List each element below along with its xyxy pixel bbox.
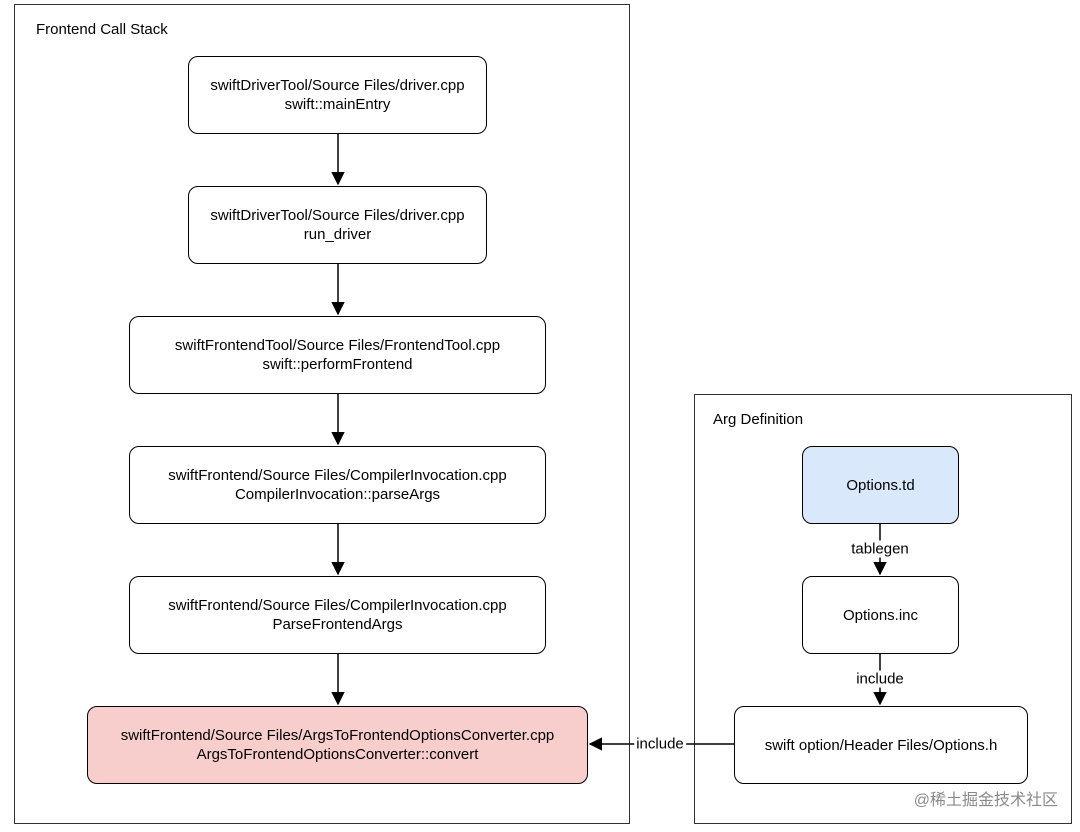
node-parse-frontend-args: swiftFrontend/Source Files/CompilerInvoc… [129, 576, 546, 654]
node-parse-frontend-args-line1: swiftFrontend/Source Files/CompilerInvoc… [168, 597, 507, 614]
node-parse-args: swiftFrontend/Source Files/CompilerInvoc… [129, 446, 546, 524]
frontend-call-stack-group: Frontend Call Stack [14, 4, 630, 824]
node-options-td-label: Options.td [846, 476, 915, 494]
node-args-converter-line2: ArgsToFrontendOptionsConverter::convert [196, 746, 479, 763]
node-options-inc: Options.inc [802, 576, 959, 654]
node-parse-frontend-args-line2: ParseFrontendArgs [272, 616, 403, 633]
edge-label-include-left: include [634, 735, 686, 753]
node-run-driver-line2: run_driver [303, 226, 372, 243]
node-main-entry: swiftDriverTool/Source Files/driver.cpp … [188, 56, 487, 134]
edge-label-tablegen: tablegen [849, 540, 911, 558]
node-parse-args-line2: CompilerInvocation::parseArgs [234, 486, 441, 503]
node-options-h-label: swift option/Header Files/Options.h [764, 736, 998, 754]
node-run-driver: swiftDriverTool/Source Files/driver.cpp … [188, 186, 487, 264]
node-main-entry-line2: swift::mainEntry [284, 96, 391, 113]
argdef-group-title: Arg Definition [713, 411, 804, 428]
node-main-entry-line1: swiftDriverTool/Source Files/driver.cpp [210, 77, 465, 94]
node-perform-frontend-line1: swiftFrontendTool/Source Files/FrontendT… [174, 337, 501, 354]
node-options-inc-label: Options.inc [842, 606, 919, 624]
node-options-td: Options.td [802, 446, 959, 524]
node-args-converter: swiftFrontend/Source Files/ArgsToFronten… [87, 706, 588, 784]
edge-label-include-down: include [854, 670, 906, 688]
node-args-converter-line1: swiftFrontend/Source Files/ArgsToFronten… [120, 727, 555, 744]
frontend-group-title: Frontend Call Stack [36, 21, 168, 38]
node-perform-frontend-line2: swift::performFrontend [262, 356, 413, 373]
node-run-driver-line1: swiftDriverTool/Source Files/driver.cpp [210, 207, 465, 224]
node-perform-frontend: swiftFrontendTool/Source Files/FrontendT… [129, 316, 546, 394]
watermark: @稀土掘金技术社区 [913, 792, 1058, 809]
node-parse-args-line1: swiftFrontend/Source Files/CompilerInvoc… [168, 467, 507, 484]
node-options-h: swift option/Header Files/Options.h [734, 706, 1028, 784]
